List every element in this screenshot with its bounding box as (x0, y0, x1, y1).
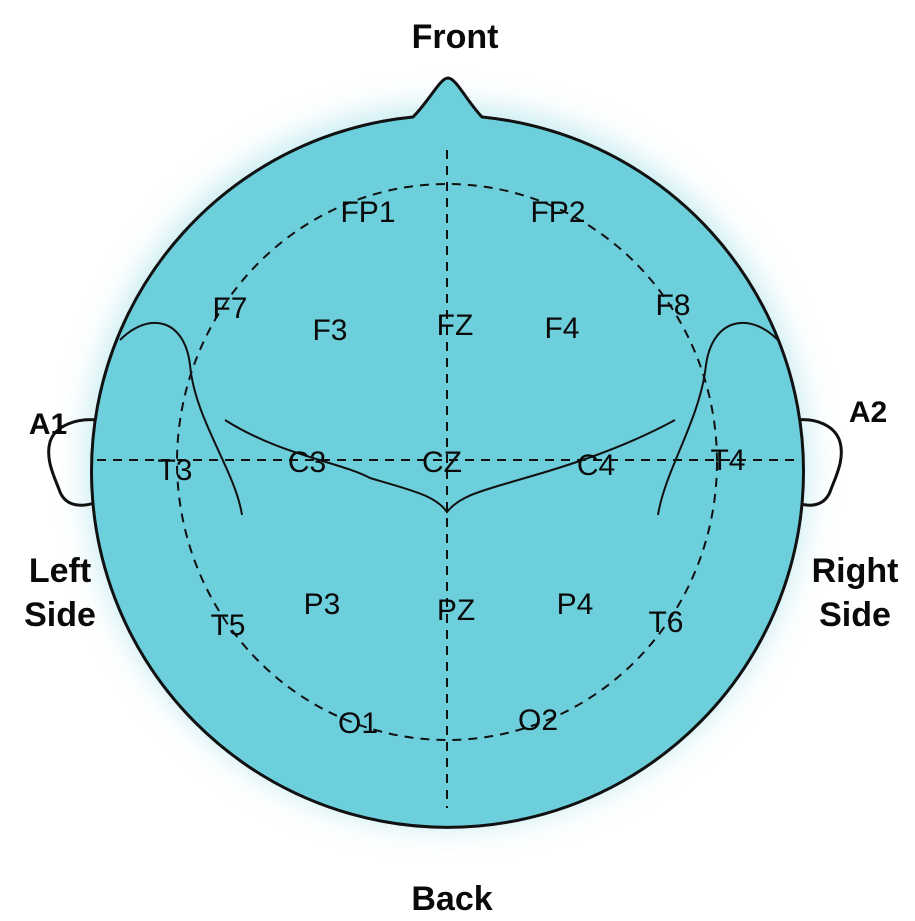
electrode-c4: C4 (577, 449, 615, 482)
electrode-fp1: FP1 (340, 196, 395, 229)
back-label: Back (411, 880, 492, 918)
electrode-t6: T6 (648, 606, 683, 639)
electrode-t5: T5 (210, 609, 245, 642)
electrode-f4: F4 (544, 312, 579, 345)
electrode-a1: A1 (29, 408, 67, 441)
head-outline (90, 76, 805, 829)
electrode-f7: F7 (212, 292, 247, 325)
electrode-cz: CZ (422, 446, 462, 479)
right-side-label-1: Right (812, 552, 899, 590)
electrode-o1: O1 (338, 707, 378, 740)
right-flap-line (657, 321, 779, 516)
electrode-t3: T3 (157, 454, 192, 487)
electrode-f3: F3 (312, 314, 347, 347)
electrode-a2: A2 (849, 396, 887, 429)
right-ear (794, 418, 843, 507)
left-ear (47, 418, 99, 507)
electrode-f8: F8 (655, 289, 690, 322)
electrode-p4: P4 (557, 588, 594, 621)
electrode-fp2: FP2 (530, 196, 585, 229)
front-label: Front (412, 18, 499, 56)
left-flap-line (119, 321, 243, 516)
electrode-p3: P3 (304, 588, 341, 621)
electrode-fz: FZ (437, 309, 474, 342)
left-side-label-2: Side (24, 596, 96, 634)
electrode-c3: C3 (288, 446, 326, 479)
central-curve (224, 419, 676, 514)
left-side-label-1: Left (29, 552, 91, 590)
electrode-t4: T4 (710, 444, 745, 477)
electrode-ring (176, 183, 718, 741)
right-side-label-2: Side (819, 596, 891, 634)
electrode-o2: O2 (518, 704, 558, 737)
electrode-pz: PZ (437, 594, 475, 627)
